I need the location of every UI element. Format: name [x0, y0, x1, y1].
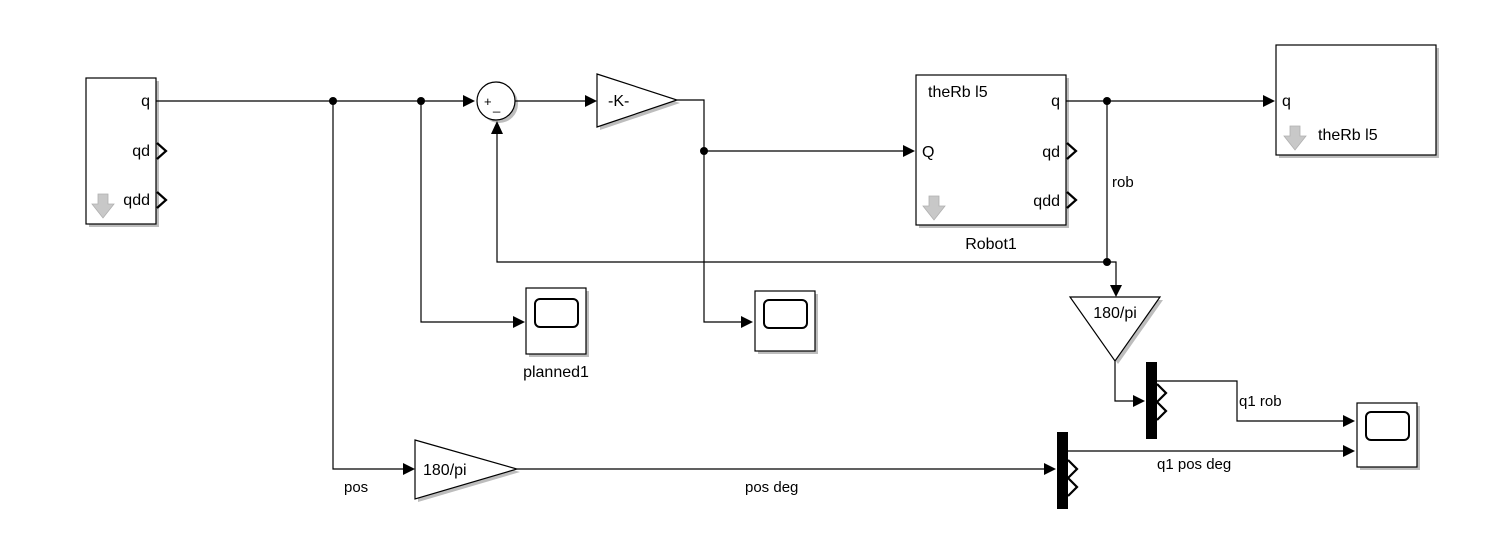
mux-pos-block[interactable] — [1057, 432, 1079, 509]
wire-gain-out — [677, 99, 915, 328]
wire-pos — [332, 101, 415, 475]
plot-block[interactable]: q theRb l5 — [1275, 44, 1439, 158]
mux-rob-in2-chevron-icon — [1156, 401, 1168, 421]
scope-screen-icon — [763, 299, 808, 329]
plot-port-q: q — [1282, 93, 1291, 110]
robot-port-Q: Q — [922, 144, 934, 161]
robot-name: Robot1 — [965, 236, 1017, 253]
wire-rob-deg — [1114, 361, 1145, 407]
wire-q-main — [156, 95, 475, 107]
plot-caption: theRb l5 — [1318, 127, 1378, 144]
robot-port-qdd: qdd — [1033, 193, 1060, 210]
sum-minus-sign: _ — [492, 98, 501, 113]
trajectory-qdd-port-chevron-icon — [156, 191, 168, 209]
robot-qdd-port-chevron-icon — [1066, 191, 1078, 209]
wire-q1-rob — [1157, 380, 1355, 427]
wire-pos-deg — [517, 463, 1056, 475]
robot-qd-port-chevron-icon — [1066, 142, 1078, 160]
signal-label-rob: rob — [1112, 174, 1134, 191]
gain-rob-block[interactable]: 180/pi — [1068, 296, 1163, 364]
signal-label-pos: pos — [344, 479, 368, 496]
scope-screen-icon — [534, 298, 579, 328]
scope-planned-name: planned1 — [523, 364, 589, 381]
trajectory-port-qd: qd — [132, 143, 150, 160]
scope-planned-block[interactable] — [525, 287, 589, 357]
wire-rob — [491, 101, 1122, 297]
gain-k-block[interactable]: -K- — [596, 73, 680, 130]
mux-pos-in2-chevron-icon — [1067, 477, 1079, 497]
down-arrow-icon — [922, 195, 946, 221]
down-arrow-icon — [1283, 125, 1307, 151]
robot-title: theRb l5 — [928, 84, 988, 101]
gain-pos-block[interactable]: 180/pi — [414, 439, 520, 502]
signal-label-q1-rob: q1 rob — [1239, 393, 1282, 410]
trajectory-port-q: q — [141, 93, 150, 110]
mux-rob-block[interactable] — [1146, 362, 1168, 439]
signal-label-pos-deg: pos deg — [745, 479, 798, 496]
wire-sum-to-gain — [515, 95, 597, 107]
trajectory-port-qdd: qdd — [123, 192, 150, 209]
trajectory-qd-port-chevron-icon — [156, 142, 168, 160]
scope-screen-icon — [1365, 411, 1410, 441]
scope-gain-block[interactable] — [754, 290, 818, 354]
gain-k-label: -K- — [608, 93, 629, 110]
signal-label-q1-pos-deg: q1 pos deg — [1157, 456, 1231, 473]
sum-plus-sign: + — [484, 94, 492, 109]
sum-block[interactable]: + _ — [476, 81, 518, 123]
wire-q1-pos-deg — [1068, 445, 1355, 457]
down-arrow-icon — [91, 193, 115, 219]
wire-to-planned-scope — [420, 101, 525, 328]
robot-block[interactable]: theRb l5 Q q qd qdd — [915, 74, 1078, 228]
robot-port-qd: qd — [1042, 144, 1060, 161]
trajectory-block[interactable]: q qd qdd — [85, 77, 168, 227]
gain-pos-label: 180/pi — [423, 462, 467, 479]
robot-port-q: q — [1051, 93, 1060, 110]
gain-rob-label: 180/pi — [1093, 305, 1137, 322]
wire-robot-q — [1066, 95, 1275, 107]
mux-pos-in1-chevron-icon — [1067, 459, 1079, 479]
scope-output-block[interactable] — [1356, 402, 1420, 470]
mux-rob-in1-chevron-icon — [1156, 383, 1168, 403]
